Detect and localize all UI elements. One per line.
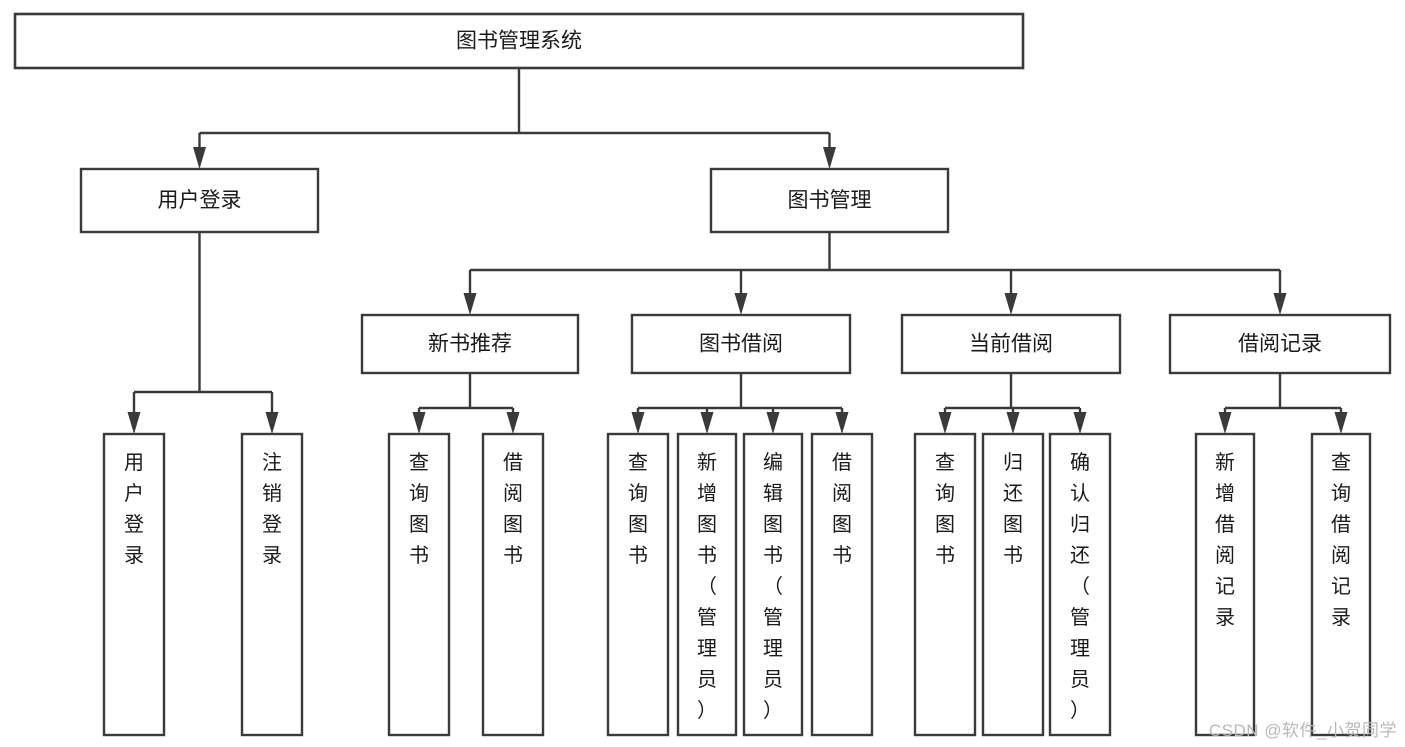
arrow-head-icon (1006, 412, 1020, 434)
node-rect (900, 313, 1122, 375)
node-rect (360, 313, 580, 375)
node-rect (387, 432, 451, 737)
arrow-head-icon (766, 412, 780, 434)
node-rect (79, 167, 320, 234)
node-l2-borrow-record[interactable]: 借阅记录 (1168, 313, 1392, 375)
arrow-head-icon (938, 412, 952, 434)
node-rect (13, 12, 1025, 70)
node-label: 归还图书 (1003, 451, 1023, 567)
node-rect (676, 432, 738, 737)
arrow-head-icon (127, 412, 141, 434)
node-label: 新增图书（管理员） (697, 451, 717, 722)
node-label: 借阅图书 (832, 451, 852, 567)
node-rect (481, 432, 545, 737)
node-leaf-add-book[interactable]: 新增图书（管理员） (676, 432, 738, 737)
node-label: 编辑图书（管理员） (763, 451, 783, 722)
node-leaf-user-login[interactable]: 用户登录 (102, 432, 166, 737)
node-leaf-borrow-book-1[interactable]: 借阅图书 (481, 432, 545, 737)
node-rect (981, 432, 1045, 737)
node-leaf-query-record[interactable]: 查询借阅记录 (1310, 432, 1372, 737)
arrow-head-icon (1004, 293, 1018, 315)
node-label: 图书借阅 (699, 333, 783, 356)
node-rect (606, 432, 670, 737)
node-rect (240, 432, 304, 737)
node-l2-new-book-rec[interactable]: 新书推荐 (360, 313, 580, 375)
arrow-head-icon (1218, 412, 1232, 434)
node-leaf-query-book-1[interactable]: 查询图书 (387, 432, 451, 737)
arrow-head-icon (734, 293, 748, 315)
node-l2-current-borrow[interactable]: 当前借阅 (900, 313, 1122, 375)
node-label: 确认归还（管理员） (1070, 451, 1090, 722)
node-label: 查询借阅记录 (1331, 451, 1351, 629)
arrow-head-icon (1273, 293, 1287, 315)
node-rect (810, 432, 874, 737)
node-label: 新增借阅记录 (1215, 451, 1235, 629)
arrow-head-icon (193, 147, 206, 169)
node-leaf-query-book-3[interactable]: 查询图书 (913, 432, 977, 737)
node-rect (709, 167, 950, 234)
node-rect (742, 432, 804, 737)
node-rect (1194, 432, 1256, 737)
node-leaf-add-record[interactable]: 新增借阅记录 (1194, 432, 1256, 737)
node-l2-book-borrow[interactable]: 图书借阅 (630, 313, 852, 375)
arrow-head-icon (631, 412, 645, 434)
node-rect (630, 313, 852, 375)
node-label: 新书推荐 (428, 333, 512, 356)
node-label: 当前借阅 (969, 333, 1053, 356)
node-rect (1310, 432, 1372, 737)
node-rect (913, 432, 977, 737)
node-label: 用户登录 (124, 452, 144, 567)
node-leaf-borrow-book-2[interactable]: 借阅图书 (810, 432, 874, 737)
node-rect (1048, 432, 1112, 737)
node-rect (1168, 313, 1392, 375)
arrow-head-icon (823, 147, 836, 169)
arrow-head-icon (700, 412, 714, 434)
node-label: 查询图书 (409, 451, 429, 567)
arrow-head-icon (265, 412, 279, 434)
node-leaf-edit-book[interactable]: 编辑图书（管理员） (742, 432, 804, 737)
node-label: 查询图书 (935, 451, 955, 567)
node-leaf-confirm-return[interactable]: 确认归还（管理员） (1048, 432, 1112, 737)
node-label: 图书管理系统 (456, 30, 582, 53)
edge-layer (127, 68, 1348, 434)
arrow-head-icon (1334, 412, 1348, 434)
node-layer: 图书管理系统用户登录图书管理新书推荐图书借阅当前借阅借阅记录用户登录注销登录查询… (13, 12, 1392, 737)
node-leaf-return-book[interactable]: 归还图书 (981, 432, 1045, 737)
node-leaf-logout[interactable]: 注销登录 (240, 432, 304, 737)
node-l1-user-login[interactable]: 用户登录 (79, 167, 320, 234)
node-label: 图书管理 (788, 189, 872, 212)
arrow-head-icon (835, 412, 849, 434)
node-leaf-query-book-2[interactable]: 查询图书 (606, 432, 670, 737)
node-label: 用户登录 (158, 189, 242, 212)
node-label: 注销登录 (262, 451, 282, 567)
node-label: 查询图书 (628, 451, 648, 567)
node-root[interactable]: 图书管理系统 (13, 12, 1025, 70)
arrow-head-icon (463, 293, 477, 315)
node-l1-book-manage[interactable]: 图书管理 (709, 167, 950, 234)
arrow-head-icon (412, 412, 426, 434)
node-label: 借阅记录 (1238, 333, 1322, 356)
node-label: 借阅图书 (503, 451, 523, 567)
arrow-head-icon (1073, 412, 1087, 434)
arrow-head-icon (506, 412, 520, 434)
node-rect (102, 432, 166, 737)
